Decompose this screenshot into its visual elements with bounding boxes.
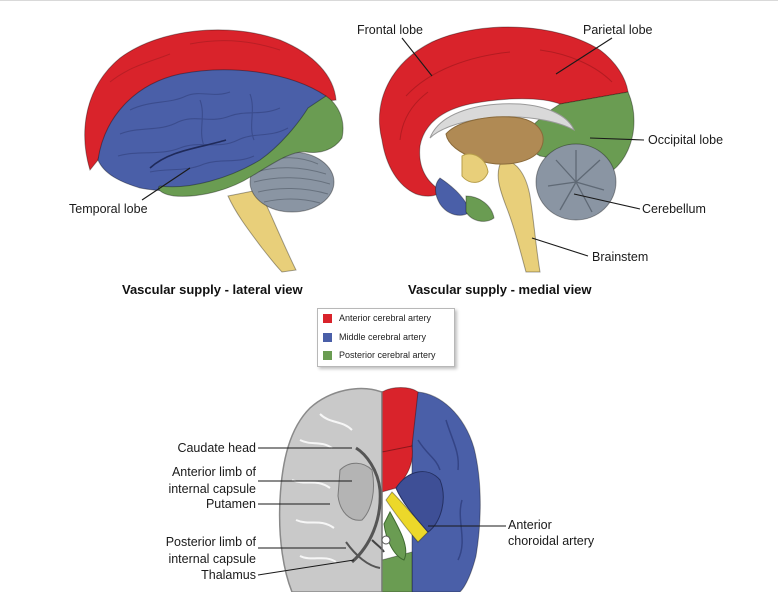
top-border: [0, 0, 778, 1]
medial-brain: [378, 26, 635, 273]
label-anterior-choroidal-line1: Anterior: [508, 518, 552, 532]
medial-middle-territory: [435, 177, 471, 216]
label-thalamus: Thalamus: [201, 568, 256, 582]
legend-swatch-middle: [323, 332, 332, 342]
lateral-brainstem: [227, 189, 297, 273]
label-caudate-head: Caudate head: [177, 441, 256, 455]
label-occipital-lobe: Occipital lobe: [648, 133, 724, 147]
label-frontal-lobe: Frontal lobe: [357, 23, 424, 37]
axial-right-posterior: [381, 551, 413, 592]
caption-medial-view: Vascular supply - medial view: [408, 282, 592, 297]
label-brainstem: Brainstem: [592, 250, 649, 264]
axial-right-anterior: [381, 387, 419, 453]
label-temporal-lobe: Temporal lobe: [69, 202, 148, 216]
lateral-posterior-territory: [158, 95, 344, 197]
legend-swatch-posterior: [323, 350, 332, 360]
caption-lateral-view: Vascular supply - lateral view: [122, 282, 303, 297]
label-parietal-lobe: Parietal lobe: [583, 23, 653, 37]
axial-section: [278, 387, 481, 592]
medial-brainstem: [497, 159, 541, 273]
axial-choroidal-territory: [385, 491, 429, 543]
label-posterior-limb-line2: internal capsule: [168, 552, 256, 566]
axial-left-hemisphere: [278, 387, 383, 592]
legend-item-middle: Middle cerebral artery: [323, 331, 426, 343]
axial-right-middle: [411, 391, 481, 592]
label-posterior-limb-line1: Posterior limb of: [165, 535, 256, 549]
label-anterior-choroidal-line2: choroidal artery: [508, 534, 595, 548]
legend: Anterior cerebral artery Middle cerebral…: [317, 308, 455, 367]
legend-item-posterior: Posterior cerebral artery: [323, 349, 436, 361]
label-putamen: Putamen: [205, 497, 256, 511]
label-anterior-limb-line1: Anterior limb of: [171, 465, 256, 479]
label-anterior-limb-line2: internal capsule: [168, 482, 256, 496]
legend-item-anterior: Anterior cerebral artery: [323, 312, 431, 324]
label-cerebellum: Cerebellum: [642, 202, 706, 216]
legend-label-anterior: Anterior cerebral artery: [339, 313, 432, 323]
medial-anterior-territory: [378, 26, 629, 197]
lateral-brain: [84, 29, 344, 273]
legend-swatch-anterior: [323, 313, 332, 323]
legend-label-middle: Middle cerebral artery: [339, 332, 427, 342]
leader-lines: [141, 37, 645, 576]
legend-label-posterior: Posterior cerebral artery: [339, 350, 436, 360]
